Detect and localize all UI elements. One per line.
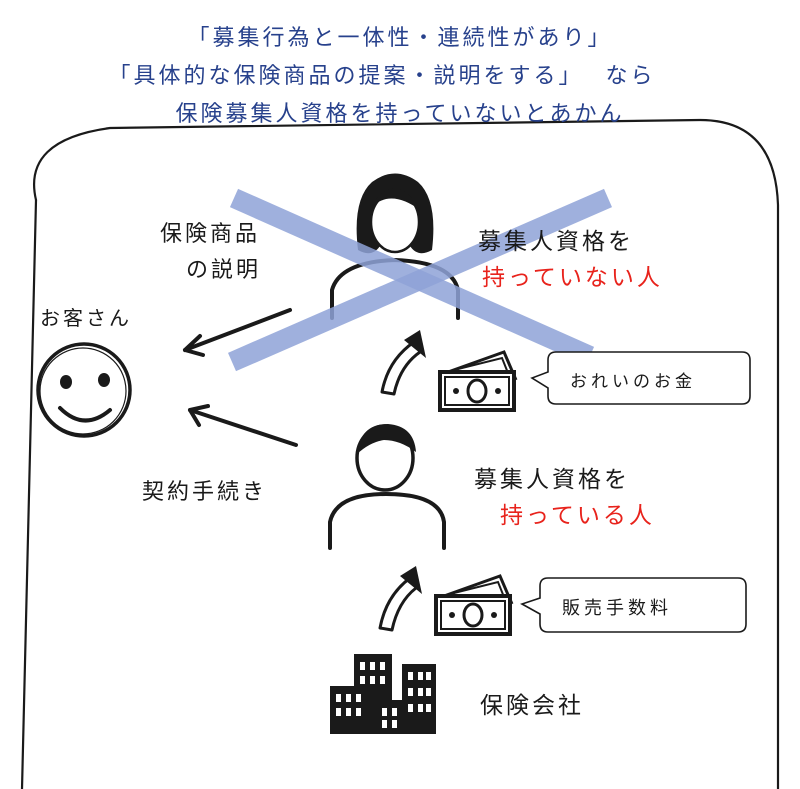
contract-label: 契約手続き xyxy=(142,480,268,505)
arrow-explain-icon xyxy=(183,308,292,357)
explain-label-line-2: の説明 xyxy=(186,258,262,283)
bubble-2-outline xyxy=(520,577,747,633)
unqualified-person-icon xyxy=(330,173,460,320)
arrow-up-money-icon xyxy=(380,330,426,396)
arrow-up-fee-icon xyxy=(378,566,422,632)
cash-icon-2 xyxy=(434,574,514,636)
customer-face-icon xyxy=(36,342,132,438)
unqualified-label-line-1: 募集人資格を xyxy=(478,229,634,255)
cash-icon xyxy=(438,350,518,412)
qualified-label-line-2: 持っている人 xyxy=(500,503,655,529)
qualified-label-line-1: 募集人資格を xyxy=(474,467,630,493)
qualified-person-icon xyxy=(328,424,446,550)
bubble-1-outline xyxy=(530,351,751,405)
bubble-1-text: おれいのお金 xyxy=(570,372,696,392)
arrow-contract-icon xyxy=(188,404,298,447)
explain-label-line-1: 保険商品 xyxy=(160,222,261,247)
header-line-2: 「具体的な保険商品の提案・説明をする」 なら xyxy=(0,58,782,90)
bubble-2-text: 販売手数料 xyxy=(562,598,672,619)
header-line-2-suffix: なら xyxy=(605,64,656,89)
frame-outline xyxy=(33,118,780,789)
header-line-2-text: 「具体的な保険商品の提案・説明をする」 xyxy=(108,64,584,89)
prohibited-cross-icon xyxy=(228,188,612,372)
header-line-1: 「募集行為と一体性・連続性があり」 xyxy=(187,26,613,51)
unqualified-label-line-2: 持っていない人 xyxy=(482,265,663,291)
company-label: 保険会社 xyxy=(480,693,584,719)
company-buildings-icon xyxy=(330,654,436,734)
header-line-3: 保険募集人資格を持っていないとあかん xyxy=(175,102,625,127)
customer-label: お客さん xyxy=(40,306,132,330)
